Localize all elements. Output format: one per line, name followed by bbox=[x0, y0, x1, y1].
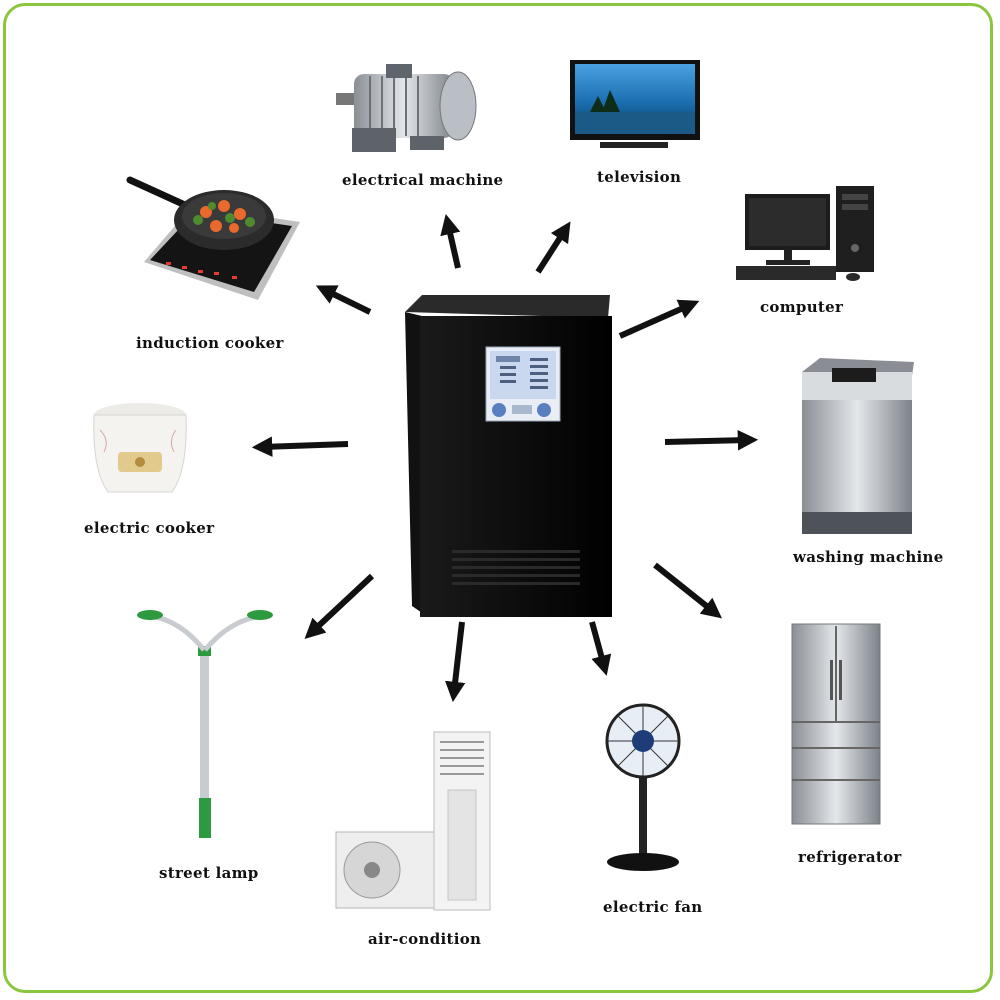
electric-motor-icon bbox=[336, 64, 477, 152]
arrow-to-electrical-machine bbox=[440, 214, 461, 269]
label-electric-fan: electric fan bbox=[603, 898, 703, 916]
split-ac-units-icon bbox=[335, 731, 491, 911]
label-induction-cooker: induction cooker bbox=[136, 334, 284, 352]
tv-screen-icon bbox=[570, 60, 700, 148]
arrow-to-electric-cooker bbox=[251, 436, 349, 457]
double-arm-street-lamp-icon bbox=[137, 610, 273, 838]
arrow-to-computer bbox=[618, 299, 700, 339]
power-arrows bbox=[251, 214, 759, 703]
arrow-to-street-lamp bbox=[304, 573, 375, 639]
label-computer: computer bbox=[760, 298, 844, 316]
label-street-lamp: street lamp bbox=[159, 864, 259, 882]
standing-fan-icon bbox=[605, 703, 681, 871]
label-electrical-machine: electrical machine bbox=[342, 171, 504, 189]
label-electric-cooker: electric cooker bbox=[84, 519, 215, 537]
rice-cooker-icon bbox=[93, 403, 187, 493]
label-washing-machine: washing machine bbox=[793, 548, 944, 566]
inverter-cabinet-icon bbox=[405, 295, 612, 617]
arrow-to-induction-cooker bbox=[315, 285, 372, 315]
top-load-washer-icon bbox=[802, 358, 914, 534]
label-television: television bbox=[597, 168, 682, 186]
desktop-computer-icon bbox=[736, 186, 874, 281]
label-refrigerator: refrigerator bbox=[798, 848, 902, 866]
induction-cooktop-with-wok-icon bbox=[126, 176, 300, 300]
arrow-to-electric-fan bbox=[589, 621, 612, 676]
arrow-to-air-condition bbox=[445, 621, 466, 703]
french-door-fridge-icon bbox=[791, 623, 881, 825]
arrow-to-washing-machine bbox=[664, 430, 759, 451]
label-air-condition: air-condition bbox=[368, 930, 482, 948]
arrow-to-television bbox=[535, 221, 571, 274]
arrow-to-refrigerator bbox=[653, 562, 722, 619]
